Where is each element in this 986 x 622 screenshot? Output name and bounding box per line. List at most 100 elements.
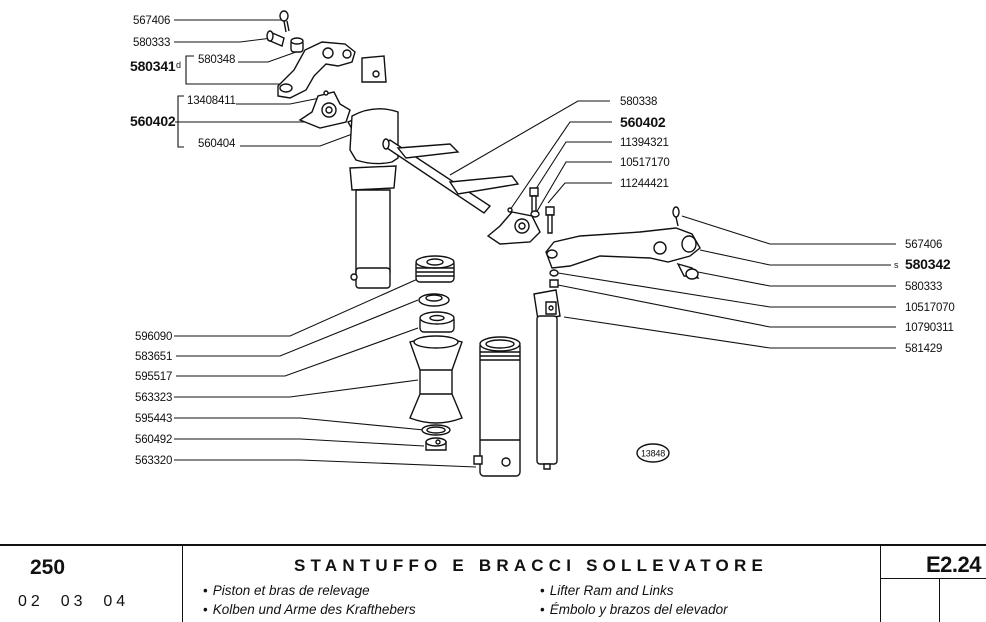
part-number-label: 560492 xyxy=(135,434,172,446)
part-pin-right xyxy=(678,264,698,279)
part-lift-arm-right xyxy=(546,228,700,268)
title-block: 250 02 03 04 STANTUFFO E BRACCI SOLLEVAT… xyxy=(0,544,986,622)
part-number-label: 595443 xyxy=(135,413,172,425)
part-cylinder-563320 xyxy=(474,337,520,476)
part-number-label: 10790311 xyxy=(905,322,954,334)
part-number-label: 560404 xyxy=(198,138,236,150)
leader-10517070 xyxy=(558,273,896,307)
subtitle-text: Kolben und Arme des Krafthebers xyxy=(212,602,416,617)
subtitle-german: • Kolben und Arme des Krafthebers xyxy=(203,602,416,617)
figure-reference-badge: 13848 xyxy=(637,444,669,462)
leader-10517170 xyxy=(536,162,612,213)
part-number-label: 563323 xyxy=(135,392,172,404)
part-number-label: 581429 xyxy=(905,343,942,355)
subtitle-english: • Lifter Ram and Links xyxy=(540,583,674,598)
part-ram-cylinder xyxy=(350,56,398,288)
part-nut-10790311 xyxy=(550,280,558,287)
leader-583651 xyxy=(176,300,418,356)
part-number-label: 13408411 xyxy=(187,95,236,107)
part-number-label: 10517070 xyxy=(905,302,955,314)
part-number-label: 580333 xyxy=(133,37,170,49)
leader-580342 xyxy=(700,250,891,265)
part-split-pin-right xyxy=(673,207,679,226)
subtitle-text: Piston et bras de relevage xyxy=(212,583,370,598)
leader-560404 xyxy=(240,133,355,146)
part-number-label: 567406 xyxy=(905,239,942,251)
leader-563323 xyxy=(174,380,418,397)
part-variant-marker: s xyxy=(894,260,899,270)
model-block: 250 02 03 04 xyxy=(0,546,183,622)
part-group-label: 560402 xyxy=(620,114,666,130)
page-id: E2.24 xyxy=(926,552,982,577)
part-support-bracket-center xyxy=(488,208,540,244)
part-labels: 567406 580333 580341 d 580348 13408411 5… xyxy=(130,15,955,467)
part-split-pin-top xyxy=(280,11,289,32)
part-seal-595443 xyxy=(422,425,450,435)
part-number-label: 10517170 xyxy=(620,157,670,169)
part-number-label: 583651 xyxy=(135,351,172,363)
part-nut-560492 xyxy=(426,438,446,450)
part-support-bracket-left xyxy=(300,91,350,128)
subtitle-spanish: • Émbolo y brazos del elevador xyxy=(540,602,728,617)
subtitle-text: Lifter Ram and Links xyxy=(549,583,674,598)
part-number-label: 580338 xyxy=(620,96,657,108)
part-bolt-11394321 xyxy=(530,188,538,212)
page-id-block: E2.24 xyxy=(880,546,986,622)
part-link-rod xyxy=(534,290,560,469)
subtitle-text: Émbolo y brazos del elevador xyxy=(549,602,728,617)
leader-560492 xyxy=(174,439,424,446)
part-cross-shaft xyxy=(383,139,518,213)
leader-580333-right xyxy=(698,272,896,286)
part-lift-arm-left xyxy=(278,42,355,98)
leader-563320 xyxy=(174,460,476,467)
model-codes: 02 03 04 xyxy=(18,593,130,610)
leader-13408411 xyxy=(236,98,320,104)
part-nut-10517070 xyxy=(550,270,558,276)
leader-10790311 xyxy=(558,285,896,327)
part-group-label: 560402 xyxy=(130,113,176,129)
divider xyxy=(939,579,940,622)
part-number-label: 11244421 xyxy=(620,178,669,190)
figure-reference-number: 13848 xyxy=(641,449,665,459)
part-bush xyxy=(291,38,303,52)
part-variant-marker: d xyxy=(176,60,181,70)
part-seal-596090 xyxy=(416,256,454,282)
part-number-label: 11394321 xyxy=(620,137,669,149)
bullet-icon: • xyxy=(540,583,545,598)
part-ring-583651 xyxy=(419,294,449,306)
leader-560402-center xyxy=(510,122,612,210)
leader-596090 xyxy=(174,278,420,336)
part-number-label: 567406 xyxy=(133,15,170,27)
leader-581429 xyxy=(564,317,896,348)
part-group-label: 580341 xyxy=(130,58,176,74)
bullet-icon: • xyxy=(203,583,208,598)
part-number-label: 595517 xyxy=(135,371,172,383)
part-number-label: 563320 xyxy=(135,455,172,467)
part-number-label: 596090 xyxy=(135,331,172,343)
part-number-label: 580333 xyxy=(905,281,942,293)
part-packing-595517 xyxy=(420,312,454,332)
title-area: STANTUFFO E BRACCI SOLLEVATORE • Piston e… xyxy=(183,546,879,622)
model-number: 250 xyxy=(30,556,66,579)
exploded-parts-diagram: 13848 567406 580333 580341 d 580348 1340… xyxy=(130,0,955,545)
subtitle-french: • Piston et bras de relevage xyxy=(203,583,370,598)
part-piston-563323 xyxy=(410,336,462,423)
part-group-label: 580342 xyxy=(905,256,951,272)
bullet-icon: • xyxy=(203,602,208,617)
leader-567406-right xyxy=(682,216,896,244)
leader-580333-left xyxy=(174,38,272,42)
divider xyxy=(881,578,986,579)
leader-11394321 xyxy=(532,142,612,195)
leader-580348 xyxy=(238,52,296,62)
part-bolt-11244421 xyxy=(546,207,554,233)
part-nut-10517170 xyxy=(531,211,539,217)
leader-11244421 xyxy=(548,183,612,203)
leader-595517 xyxy=(176,328,418,376)
leader-580338 xyxy=(450,101,610,175)
page-title: STANTUFFO E BRACCI SOLLEVATORE xyxy=(294,556,768,575)
leader-595443 xyxy=(174,418,424,430)
part-pin-top xyxy=(267,31,284,46)
bracket-580341 xyxy=(186,56,285,84)
part-number-label: 580348 xyxy=(198,54,235,66)
bullet-icon: • xyxy=(540,602,545,617)
